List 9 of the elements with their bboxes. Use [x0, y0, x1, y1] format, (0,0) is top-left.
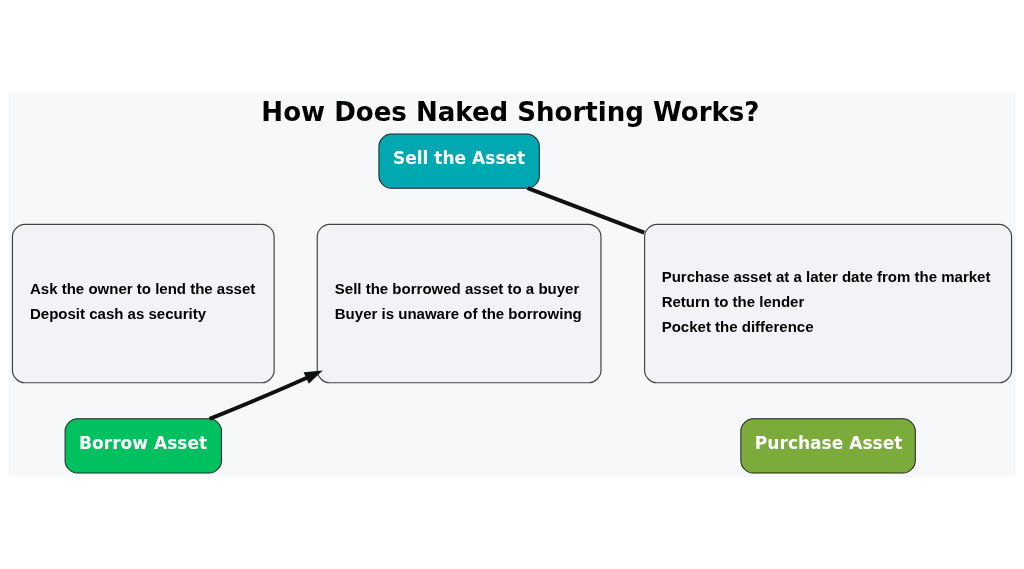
- arrow: [208, 370, 323, 421]
- node-box: Sell the borrowed asset to a buyer Buyer is unaware of the borrowing: [316, 223, 602, 383]
- node-box: Ask the owner to lend the asset Deposit cash as security: [11, 223, 275, 383]
- node-box: Purchase Asset: [740, 417, 916, 473]
- node-box: Sell the Asset: [378, 133, 540, 189]
- node-box: Borrow Asset: [64, 417, 222, 473]
- node-box: Purchase asset at a later date from the market Return to the lender Pocket the difference: [644, 223, 1013, 383]
- connector: [526, 185, 645, 234]
- diagram-title: How Does Naked Shorting Works?: [261, 96, 760, 127]
